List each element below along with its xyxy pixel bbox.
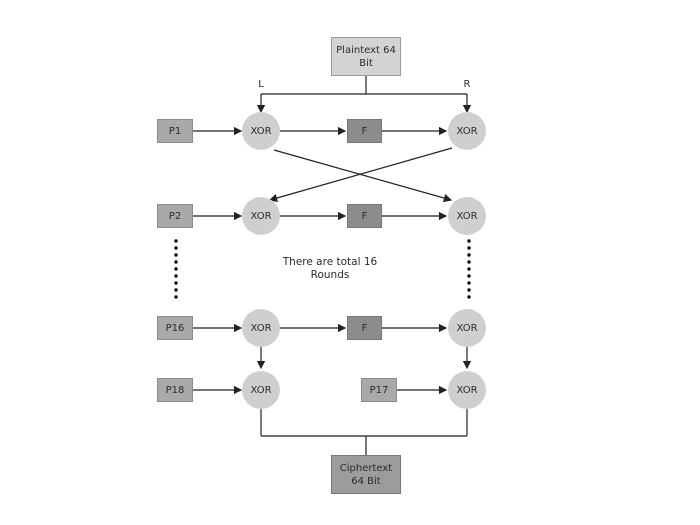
p17-box: P17 bbox=[361, 378, 397, 402]
p1-label: P1 bbox=[168, 125, 182, 137]
f-function-box-16: F bbox=[347, 316, 382, 340]
xor-node-right-1: XOR bbox=[448, 112, 486, 150]
xor-node-left-16: XOR bbox=[242, 309, 280, 347]
p16-box: P16 bbox=[157, 316, 193, 340]
xor-label: XOR bbox=[456, 322, 478, 334]
xor-node-right-final: XOR bbox=[448, 371, 486, 409]
ciphertext-label: Ciphertext 64 Bit bbox=[339, 462, 393, 487]
p16-label: P16 bbox=[165, 322, 185, 334]
p18-box: P18 bbox=[157, 378, 193, 402]
p17-label: P17 bbox=[369, 384, 389, 396]
right-ellipsis-dots bbox=[467, 239, 471, 299]
xor-label: XOR bbox=[456, 384, 478, 396]
xor-node-left-final: XOR bbox=[242, 371, 280, 409]
xor-node-left-1: XOR bbox=[242, 112, 280, 150]
xor-node-right-16: XOR bbox=[448, 309, 486, 347]
p2-box: P2 bbox=[157, 204, 193, 228]
cross-arrow-right bbox=[273, 149, 453, 203]
plaintext-label: Plaintext 64 Bit bbox=[336, 44, 396, 69]
xor-label: XOR bbox=[250, 210, 272, 222]
left-half-label: L bbox=[258, 79, 264, 90]
right-half-label: R bbox=[463, 79, 471, 90]
ciphertext-box: Ciphertext 64 Bit bbox=[331, 455, 401, 494]
f-label: F bbox=[361, 210, 368, 222]
xor-label: XOR bbox=[456, 125, 478, 137]
cross-arrow-left bbox=[268, 147, 453, 203]
rounds-note: There are total 16 Rounds bbox=[282, 256, 378, 281]
xor-node-right-2: XOR bbox=[448, 197, 486, 235]
xor-label: XOR bbox=[456, 210, 478, 222]
f-label: F bbox=[361, 322, 368, 334]
p1-box: P1 bbox=[157, 119, 193, 143]
f-function-box-1: F bbox=[347, 119, 382, 143]
left-ellipsis-dots bbox=[174, 239, 178, 299]
plaintext-box: Plaintext 64 Bit bbox=[331, 37, 401, 76]
f-function-box-2: F bbox=[347, 204, 382, 228]
p2-label: P2 bbox=[168, 210, 182, 222]
f-label: F bbox=[361, 125, 368, 137]
xor-label: XOR bbox=[250, 322, 272, 334]
xor-label: XOR bbox=[250, 125, 272, 137]
xor-label: XOR bbox=[250, 384, 272, 396]
p18-label: P18 bbox=[165, 384, 185, 396]
xor-node-left-2: XOR bbox=[242, 197, 280, 235]
